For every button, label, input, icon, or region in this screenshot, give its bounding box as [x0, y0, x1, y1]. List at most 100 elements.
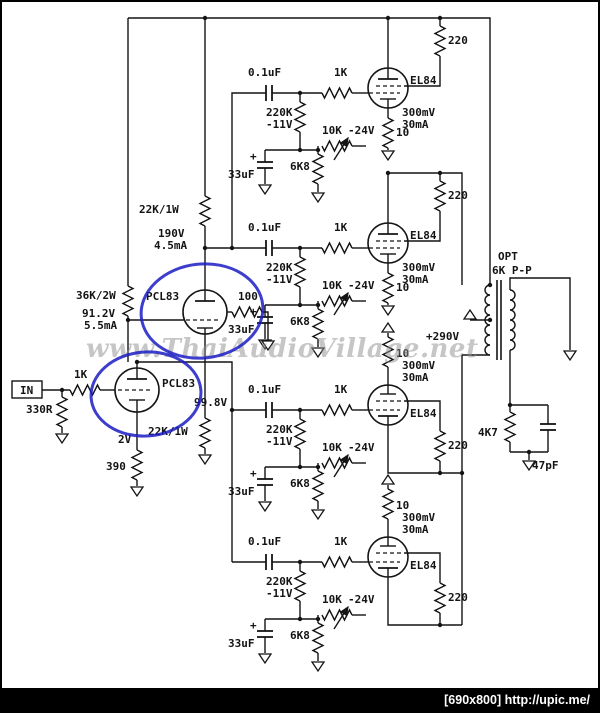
grid-resistor-label: 36K/2W: [76, 289, 116, 302]
input-series-resistor-label: 1K: [74, 368, 88, 381]
pcl83-upper-label: PCL83: [146, 290, 179, 303]
grid-voltage-label: 91.2V: [82, 307, 115, 320]
s2-sense-i-label: 30mA: [402, 273, 429, 286]
s2-sense-r-label: 10: [396, 281, 409, 294]
s1-bias-label: -11V: [266, 118, 293, 131]
s1-grid-stopper-label: 1K: [334, 66, 348, 79]
plate-voltage-label: 190V: [158, 227, 185, 240]
el84-stage4-network: [257, 554, 368, 671]
s1-cap-polarity: +: [250, 150, 257, 163]
s1-filter-r-label: 6K8: [290, 160, 310, 173]
ground-arrows: [54, 308, 578, 498]
s1-coupling-cap-label: 0.1uF: [248, 66, 281, 79]
s1-grid-resistor-label: 220K: [266, 106, 293, 119]
s4-cap-polarity: +: [250, 619, 257, 632]
s2-neg-rail-label: -24V: [348, 279, 375, 292]
s4-sense-r-label: 10: [396, 499, 409, 512]
s3-sense-i-label: 30mA: [402, 371, 429, 384]
s4-neg-rail-label: -24V: [348, 593, 375, 606]
opt-label: OPT: [498, 250, 518, 263]
el84-stage1-network: [257, 85, 368, 202]
b-plus-label: +290V: [426, 330, 459, 343]
s3-filter-r-label: 6K8: [290, 477, 310, 490]
footer-bar: [2, 688, 598, 711]
s2-cap-polarity: +: [250, 305, 257, 318]
lower-plate-voltage-label: 99.8V: [194, 396, 227, 409]
pcl83-lower-label: PCL83: [162, 377, 195, 390]
footer-credit-text: [690x800] http://upic.me/: [444, 693, 590, 707]
ground-arrow: [197, 454, 213, 466]
s4-filter-cap-label: 33uF: [228, 637, 255, 650]
zobel-resistor-label: 4K7: [478, 426, 498, 439]
s1-screen-r-label: 220: [448, 34, 468, 47]
output-transformer: [484, 280, 516, 360]
opt-impedance-label: 6K P-P: [492, 264, 532, 277]
s2-filter-r-label: 6K8: [290, 315, 310, 328]
ground-arrow: [260, 340, 276, 352]
s2-grid-stopper-label: 1K: [334, 221, 348, 234]
plate-load-label: 22K/1W: [139, 203, 179, 216]
s4-sense-v-label: 300mV: [402, 511, 435, 524]
highlight-ellipse-lower-pcl83: [89, 350, 203, 438]
supply-arrow: [462, 308, 478, 320]
s3-grid-stopper-label: 1K: [334, 383, 348, 396]
s1-sense-r-label: 10: [396, 126, 409, 139]
el84-tube-4: [367, 474, 463, 629]
junction-dots: [59, 15, 532, 476]
plate-current-label: 4.5mA: [154, 239, 187, 252]
s3-cap-polarity: +: [250, 467, 257, 480]
zobel-cap-label: 47pF: [532, 459, 559, 472]
s4-sense-i-label: 30mA: [402, 523, 429, 536]
s3-coupling-cap-label: 0.1uF: [248, 383, 281, 396]
s4-grid-stopper-label: 1K: [334, 535, 348, 548]
s3-tube-label: EL84: [410, 407, 437, 420]
s2-grid-resistor-label: 220K: [266, 261, 293, 274]
input-shunt-resistor-label: 330R: [26, 403, 53, 416]
s2-filter-cap-label: 33uF: [228, 323, 255, 336]
s4-coupling-cap-label: 0.1uF: [248, 535, 281, 548]
s3-filter-cap-label: 33uF: [228, 485, 255, 498]
cathode-voltage-label: 2V: [118, 433, 132, 446]
s2-sense-v-label: 300mV: [402, 261, 435, 274]
primary-winding: [484, 284, 491, 356]
secondary-winding: [509, 289, 516, 351]
s1-sense-i-label: 30mA: [402, 118, 429, 131]
s2-bias-label: -11V: [266, 273, 293, 286]
s4-tube-label: EL84: [410, 559, 437, 572]
s3-grid-resistor-label: 220K: [266, 423, 293, 436]
s3-sense-r-label: 10: [396, 347, 409, 360]
input-label: IN: [20, 384, 33, 397]
s2-screen-r-label: 220: [448, 189, 468, 202]
input-terminal-box: [11, 380, 43, 399]
ground-arrow: [521, 460, 537, 472]
s3-sense-v-label: 300mV: [402, 359, 435, 372]
s1-neg-rail-label: -24V: [348, 124, 375, 137]
s4-screen-r-label: 220: [448, 591, 468, 604]
ground-arrow: [562, 350, 578, 362]
s4-bias-label: -11V: [266, 587, 293, 600]
s2-pot-label: 10K: [322, 279, 342, 292]
s2-tube-label: EL84: [410, 229, 437, 242]
s3-screen-r-label: 220: [448, 439, 468, 452]
pcl83-tubes: [114, 289, 228, 413]
s1-sense-v-label: 300mV: [402, 106, 435, 119]
s1-pot-label: 10K: [322, 124, 342, 137]
s1-tube-label: EL84: [410, 74, 437, 87]
grid-current-label: 5.5mA: [84, 319, 117, 332]
cathode-resistor-label: 390: [106, 460, 126, 473]
el84-stage3-network: [257, 402, 368, 519]
s3-neg-rail-label: -24V: [348, 441, 375, 454]
ground-arrow: [54, 433, 70, 445]
s4-pot-label: 10K: [322, 593, 342, 606]
watermark-text: www.ThaiAudioVillage.net: [86, 334, 478, 364]
s2-coupling-cap-label: 0.1uF: [248, 221, 281, 234]
s3-bias-label: -11V: [266, 435, 293, 448]
ground-arrow: [129, 486, 145, 498]
s1-filter-cap-label: 33uF: [228, 168, 255, 181]
s4-filter-r-label: 6K8: [290, 629, 310, 642]
r100-label: 100: [238, 290, 258, 303]
highlight-ellipse-upper-pcl83: [139, 262, 265, 360]
